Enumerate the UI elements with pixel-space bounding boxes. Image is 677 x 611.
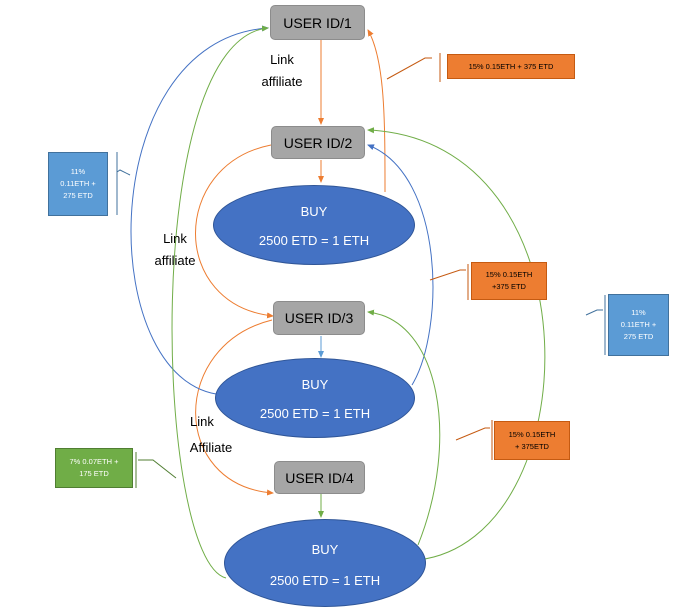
reward-note-blue-left: 11% 0.11ETH + 275 ETD [48, 152, 108, 216]
buy-label: BUY [301, 377, 329, 392]
leader-blue-right [585, 309, 603, 316]
leader-orange-top [386, 57, 432, 80]
buy-rate: 2500 ETD = 1 ETH [269, 573, 381, 588]
buy-rate: 2500 ETD = 1 ETH [258, 233, 370, 248]
buy-label: BUY [300, 204, 328, 219]
link-affiliate-label-3: Link Affiliate [189, 414, 233, 455]
curve-buy1-to-u1 [367, 29, 386, 193]
leader-orange-mid [429, 269, 466, 281]
buy-rate: 2500 ETD = 1 ETH [259, 406, 371, 421]
curve-u2-to-u3 [195, 144, 274, 319]
leader-blue-left [116, 169, 131, 176]
link-affiliate-label-1: Link affiliate [261, 52, 303, 89]
reward-note-orange-low: 15% 0.15ETH + 375ETD [494, 421, 570, 460]
reward-note-blue-right: 11% 0.11ETH + 275 ETD [608, 294, 669, 356]
reward-note-green-left: 7% 0.07ETH + 175 ETD [55, 448, 133, 488]
user-id-1-node[interactable]: USER ID/1 [270, 5, 365, 40]
curve-u3-to-u4 [195, 319, 274, 496]
link-affiliate-label-2: Link affiliate [154, 231, 196, 268]
buy-node-3[interactable]: BUY 2500 ETD = 1 ETH [224, 519, 426, 607]
reward-note-orange-top: 15% 0.15ETH + 375 ETD [447, 54, 575, 79]
curve-buy2-to-u2 [367, 144, 434, 386]
leader-green-left [138, 459, 177, 479]
curve-buy3-to-u1 [171, 25, 269, 579]
curve-buy3-to-u3 [367, 309, 441, 546]
buy-label: BUY [311, 542, 339, 557]
user-id-2-node[interactable]: USER ID/2 [271, 126, 365, 159]
curve-buy3-to-u2 [367, 127, 546, 561]
user-id-4-node[interactable]: USER ID/4 [274, 461, 365, 494]
leader-orange-low [455, 427, 490, 441]
buy-node-1[interactable]: BUY 2500 ETD = 1 ETH [213, 185, 415, 265]
buy-node-2[interactable]: BUY 2500 ETD = 1 ETH [215, 358, 415, 438]
reward-note-orange-mid: 15% 0.15ETH +375 ETD [471, 262, 547, 300]
user-id-3-node[interactable]: USER ID/3 [273, 301, 365, 335]
